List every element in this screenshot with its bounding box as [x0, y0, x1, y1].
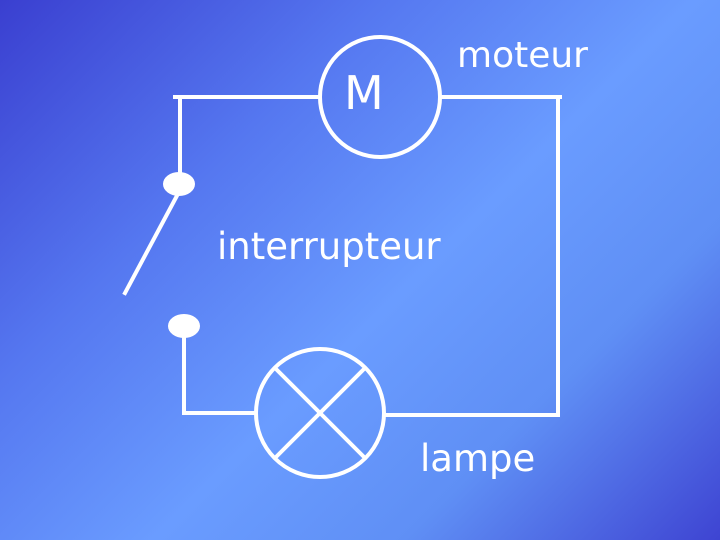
- lamp-circle: [254, 347, 386, 479]
- lamp-cross-b: [273, 366, 367, 460]
- switch-terminal-top: [163, 172, 195, 196]
- switch-label: interrupteur: [217, 225, 441, 268]
- switch-terminal-bottom: [168, 314, 200, 338]
- motor-label: moteur: [457, 35, 588, 76]
- lamp-label: lampe: [420, 437, 536, 480]
- motor-symbol: M: [344, 66, 384, 120]
- switch-lever: [122, 187, 183, 296]
